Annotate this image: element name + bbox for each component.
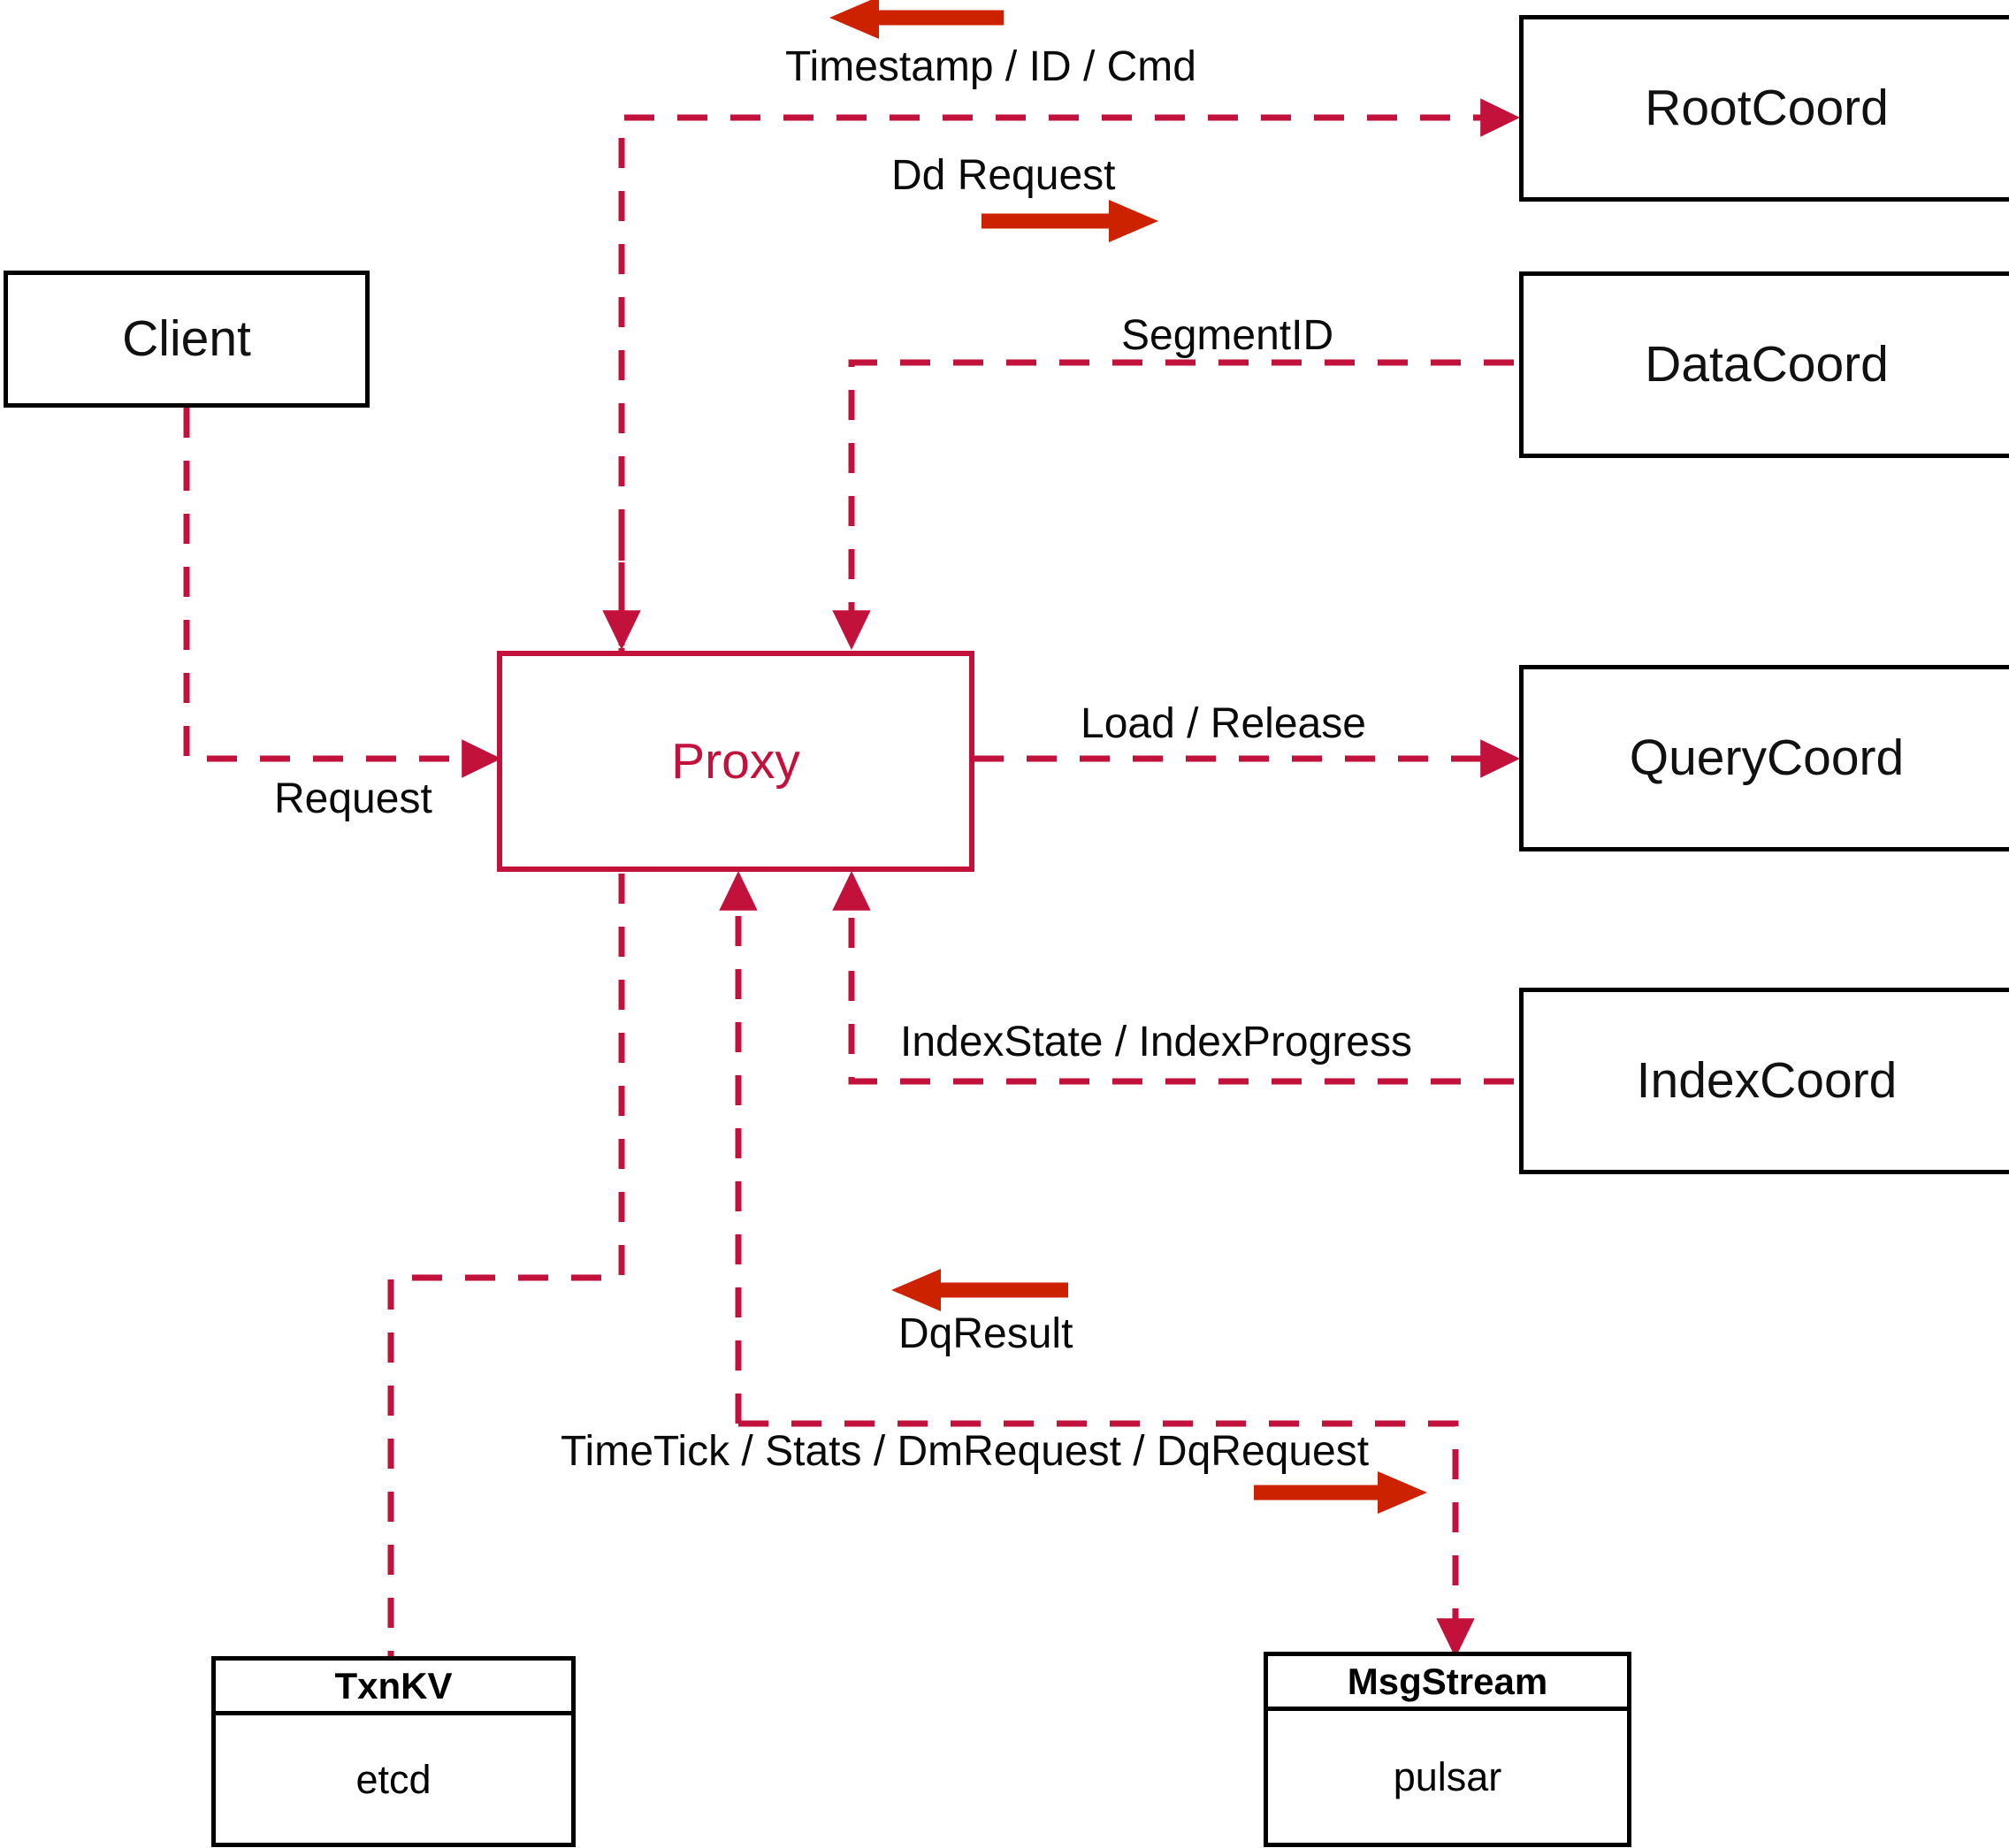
node-client[interactable]: Client bbox=[4, 271, 370, 408]
node-querycoord-label: QueryCoord bbox=[1629, 729, 1905, 786]
direction-arrow-dd-request bbox=[982, 200, 1158, 242]
node-msgstream-body-label: pulsar bbox=[1393, 1754, 1502, 1799]
edge-client-to-proxy bbox=[183, 408, 501, 778]
edge-label-dq-result: DqResult bbox=[898, 1310, 1073, 1357]
node-msgstream[interactable]: MsgStream pulsar bbox=[1264, 1652, 1631, 1847]
node-txnkv[interactable]: TxnKV etcd bbox=[211, 1656, 576, 1847]
node-proxy-label: Proxy bbox=[671, 732, 800, 790]
node-rootcoord-label: RootCoord bbox=[1645, 80, 1889, 136]
edge-label-timestamp-id-cmd: Timestamp / ID / Cmd bbox=[785, 43, 1196, 90]
node-txnkv-body: etcd bbox=[216, 1715, 571, 1843]
node-querycoord[interactable]: QueryCoord bbox=[1519, 665, 2009, 851]
node-client-label: Client bbox=[122, 310, 251, 367]
node-msgstream-header-label: MsgStream bbox=[1347, 1660, 1548, 1702]
edge-proxy-to-msgstream bbox=[719, 871, 1475, 1658]
edge-label-index-state-progress: IndexState / IndexProgress bbox=[900, 1019, 1412, 1065]
node-msgstream-header: MsgStream bbox=[1268, 1656, 1627, 1711]
node-txnkv-body-label: etcd bbox=[355, 1756, 432, 1802]
edge-label-request: Request bbox=[274, 775, 432, 822]
node-indexcoord-label: IndexCoord bbox=[1636, 1052, 1898, 1109]
edge-label-dd-request: Dd Request bbox=[891, 152, 1116, 199]
node-proxy[interactable]: Proxy bbox=[497, 651, 974, 872]
node-txnkv-header: TxnKV bbox=[216, 1661, 571, 1715]
edge-label-load-release: Load / Release bbox=[1081, 700, 1366, 747]
node-indexcoord[interactable]: IndexCoord bbox=[1519, 988, 2009, 1174]
edge-proxy-to-txnkv bbox=[387, 874, 625, 1656]
node-msgstream-body: pulsar bbox=[1268, 1711, 1627, 1843]
node-datacoord[interactable]: DataCoord bbox=[1519, 271, 2009, 458]
node-rootcoord[interactable]: RootCoord bbox=[1519, 15, 2009, 202]
direction-arrow-dqrequest bbox=[1254, 1471, 1427, 1514]
edge-datacoord-to-proxy bbox=[832, 359, 1514, 650]
edge-label-segment-id: SegmentID bbox=[1121, 312, 1334, 359]
direction-arrow-dqresult bbox=[891, 1269, 1068, 1311]
node-datacoord-label: DataCoord bbox=[1645, 336, 1889, 393]
direction-arrow-timestamp bbox=[829, 0, 1004, 39]
node-txnkv-header-label: TxnKV bbox=[334, 1664, 453, 1707]
edge-label-timetick-stats: TimeTick / Stats / DmRequest / DqRequest bbox=[561, 1428, 1370, 1475]
